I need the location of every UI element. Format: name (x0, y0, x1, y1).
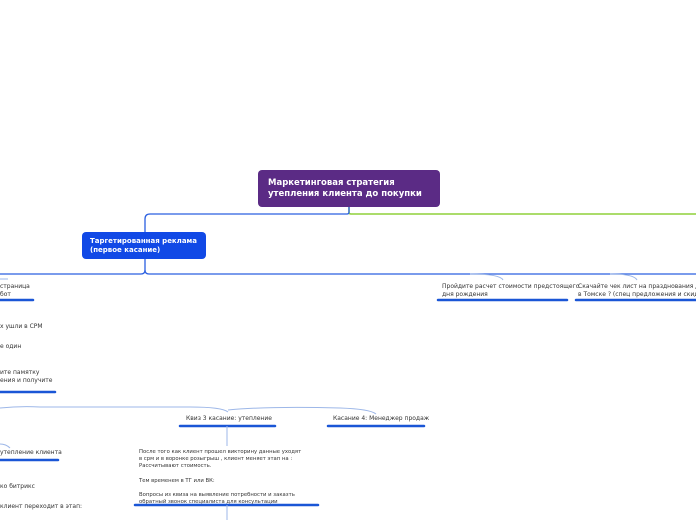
edge-to-calc (469, 273, 504, 281)
root-title: Маркетинговая стратегия утепления клиент… (268, 178, 422, 200)
edge-root-right (348, 206, 696, 215)
leaf-one[interactable]: е один (0, 343, 22, 350)
leaf-checklist[interactable]: Скачайте чек лист на празднования ДР в Т… (578, 283, 696, 299)
leaf-stage[interactable]: клиент переходит в этап: (0, 503, 83, 510)
edge-branch-bus (144, 258, 696, 275)
leaf-manager4[interactable]: Касание 4: Менеджер продаж (333, 415, 430, 422)
edge-to-checklist (609, 273, 638, 281)
edge-lower-bus (0, 406, 229, 413)
branch-node-targeted-ads[interactable]: Таргетированная реклама (первое касание) (82, 232, 206, 259)
branch-title: Таргетированная реклама (первое касание) (90, 237, 197, 255)
leaf-left-top[interactable]: страница бот (0, 283, 30, 299)
edge-to-manager (227, 406, 377, 415)
leaf-calc-cost[interactable]: Пройдите расчет стоимости предстоящего д… (442, 283, 580, 299)
leaf-memo[interactable]: ите памятку ения и получите (0, 369, 53, 385)
edge-root-branch (144, 206, 350, 232)
leaf-quiz3[interactable]: Квиз 3 касание: утепление (186, 415, 272, 422)
leaf-bitrix[interactable]: ко битрикс (0, 483, 35, 490)
leaf-quiz-description[interactable]: После того как клиент прошел викторину д… (139, 449, 302, 505)
leaf-warm[interactable]: утепление клиента (0, 449, 62, 456)
edge-branch-left (0, 269, 146, 275)
leaf-crm[interactable]: х ушли в СРМ (0, 323, 43, 330)
edge-to-warm (0, 443, 11, 449)
root-node[interactable]: Маркетинговая стратегия утепления клиент… (258, 170, 440, 207)
